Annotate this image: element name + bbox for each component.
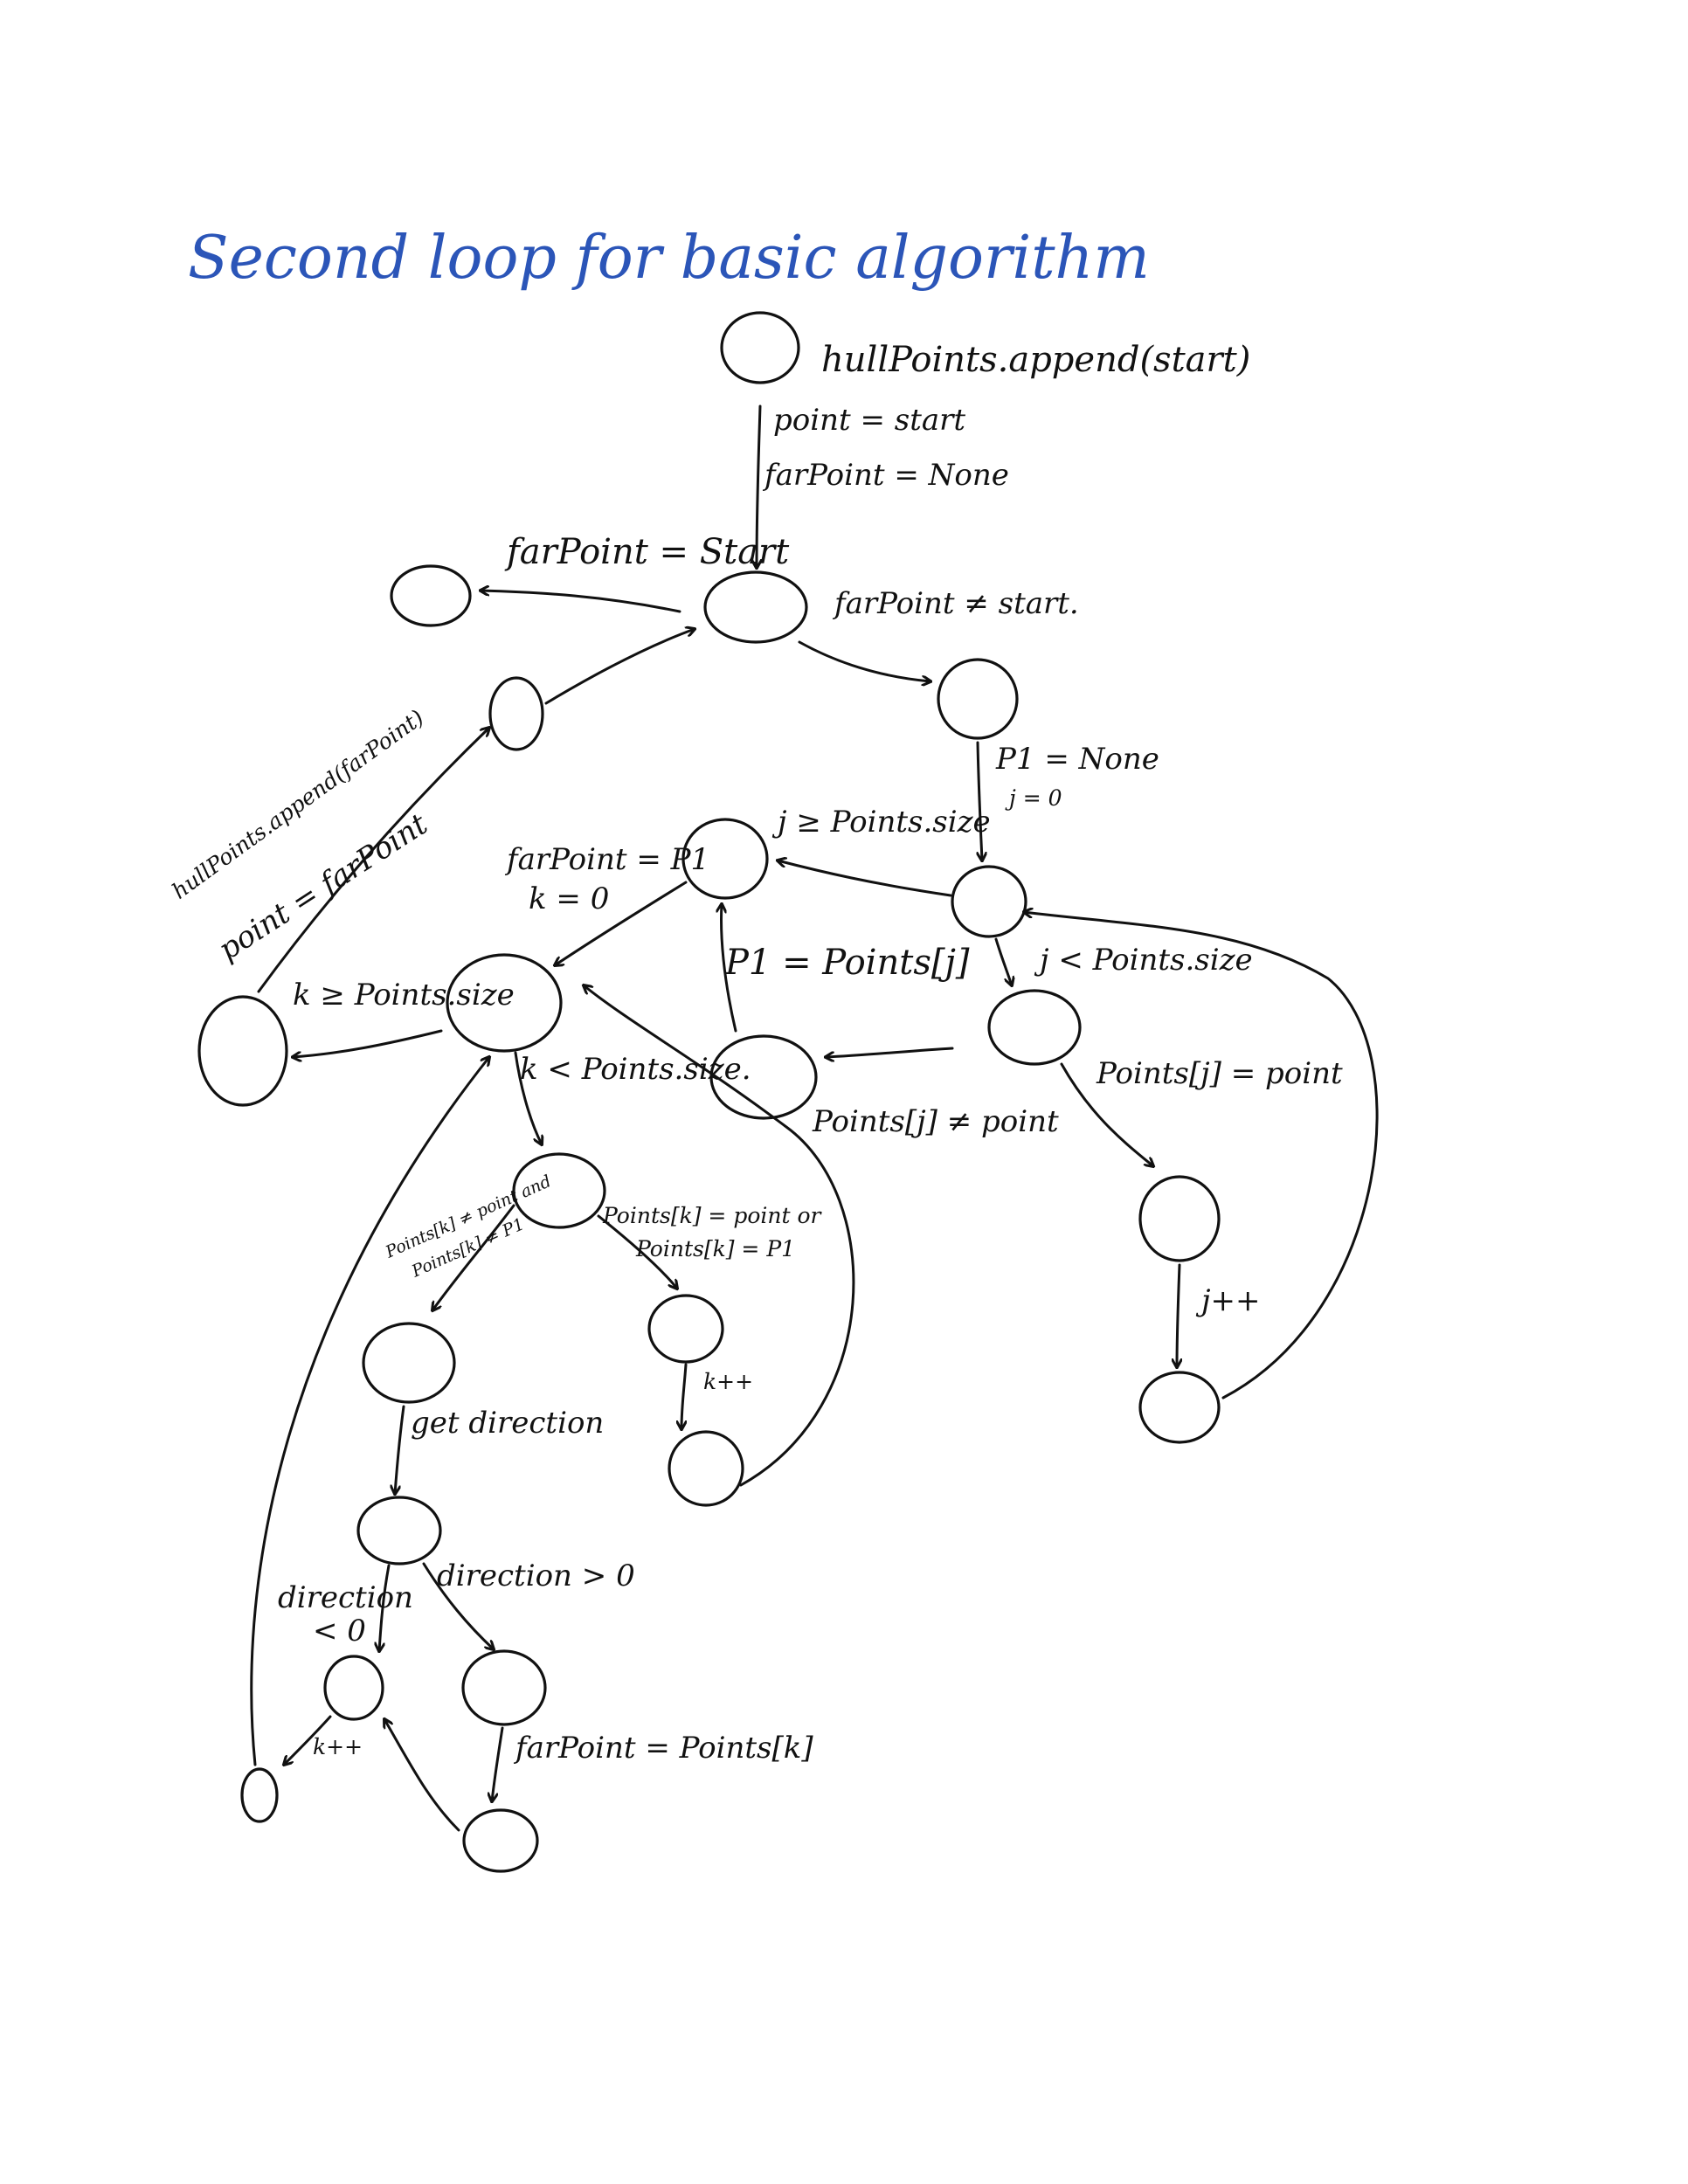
edge-j-check-to-j-compare — [994, 937, 1012, 985]
edge-k-check-to-k-done — [293, 1029, 443, 1057]
edge-start-to-loop — [757, 404, 760, 568]
label-farpoint-eq-start: farPoint = Start — [504, 532, 790, 572]
edge-k-compare-to-k-valid — [432, 1204, 515, 1310]
label-cond-eq-line2: Points[k] = P1 — [635, 1236, 795, 1261]
label-k-lt-size: k < Points.size. — [520, 1052, 751, 1087]
state-farpoint-not-start — [937, 658, 1019, 740]
edge-k-increment-to-k-check — [584, 985, 855, 1487]
state-j-check — [951, 865, 1027, 938]
edge-loop-to-exit — [481, 591, 681, 613]
label-p1-none: P1 = None — [995, 742, 1159, 777]
label-farpoint-eq-points-k: farPoint = Points[k] — [513, 1731, 813, 1766]
label-k-inc-2: k++ — [313, 1734, 363, 1759]
state-set-farpoint — [462, 1808, 539, 1873]
state-loop-check — [703, 570, 808, 644]
edge-neg-to-k-increment-neg — [284, 1715, 332, 1765]
state-j-compare — [987, 989, 1082, 1066]
edge-k-check-to-k-compare — [514, 1051, 542, 1144]
edge-direction-to-pos — [422, 1562, 494, 1649]
label-init: hullPoints.append(start) — [821, 340, 1250, 380]
label-get-direction: get direction — [411, 1406, 604, 1441]
label-k-zero: k = 0 — [529, 881, 609, 916]
state-k-valid — [362, 1322, 456, 1404]
state-exit — [390, 564, 472, 627]
edge-j-compare-to-set-p1 — [826, 1047, 954, 1057]
edge-set-p1-to-j-done — [722, 904, 737, 1033]
label-farpoint-neq-start: farPoint ≠ start. — [832, 586, 1079, 621]
edge-k-valid-to-direction — [395, 1405, 405, 1494]
edge-pos-to-set-farpoint — [492, 1726, 504, 1801]
state-j-skip — [1138, 1175, 1221, 1262]
label-points-j-eq-point: Points[j] = point — [1096, 1056, 1343, 1091]
label-points-j-neq-point: Points[j] ≠ point — [812, 1104, 1059, 1139]
state-direction — [356, 1496, 442, 1565]
edge-j-increment-to-j-check — [1024, 912, 1379, 1400]
state-k-increment-neg — [240, 1767, 279, 1823]
state-direction-neg — [323, 1655, 384, 1721]
label-point-start: point = start — [773, 403, 965, 438]
state-k-skip — [647, 1294, 724, 1364]
label-j-zero: j = 0 — [1005, 785, 1062, 811]
label-farpoint-eq-p1: farPoint = P1 — [504, 842, 709, 877]
state-j-done — [681, 818, 769, 900]
label-p1-eq-points-j: P1 = Points[j] — [724, 943, 970, 983]
state-start — [720, 311, 800, 384]
label-direction-gt: direction > 0 — [437, 1559, 635, 1593]
edge-direction-to-neg — [379, 1564, 391, 1651]
label-direction-lt-line2: < 0 — [313, 1614, 366, 1648]
edge-set-farpoint-to-neg — [384, 1719, 460, 1832]
label-j-inc: j++ — [1195, 1283, 1261, 1318]
edge-j-skip-to-j-increment — [1177, 1263, 1180, 1367]
state-k-done — [197, 995, 288, 1107]
state-k-increment — [668, 1430, 744, 1507]
edge-k-increment-neg-to-k-check — [250, 1057, 489, 1766]
label-direction-lt-line1: direction — [278, 1580, 413, 1615]
edge-k-done-to-after-append — [257, 728, 489, 993]
label-j-lt-size: j < Points.size — [1034, 943, 1253, 978]
label-farpoint-none: farPoint = None — [762, 458, 1009, 493]
edge-j-done-to-k-check — [555, 881, 688, 965]
label-k-ge-size: k ≥ Points.size — [293, 978, 515, 1013]
edge-k-compare-to-k-skip — [597, 1214, 677, 1289]
state-j-increment — [1138, 1371, 1221, 1444]
edge-j-compare-to-j-skip — [1060, 1062, 1153, 1166]
state-after-append — [488, 676, 544, 751]
edge-loop-to-farpoint-not-start — [798, 640, 930, 681]
edge-k-skip-to-k-increment — [681, 1363, 688, 1429]
state-k-check — [446, 953, 563, 1053]
edge-farpoint-to-j-check — [976, 741, 982, 860]
state-set-p1 — [709, 1034, 818, 1120]
state-k-compare — [512, 1152, 606, 1229]
edge-j-check-to-j-done — [778, 860, 952, 897]
diagram-title: Second loop for basic algorithm — [188, 224, 1150, 293]
label-j-ge-size: j ≥ Points.size — [771, 805, 991, 840]
label-cond-eq-line1: Points[k] = point or — [602, 1203, 823, 1228]
label-k-inc: k++ — [703, 1369, 753, 1394]
state-direction-pos — [461, 1649, 547, 1726]
edge-after-append-to-loop — [544, 629, 695, 705]
label-hull-append-farpoint: hullPoints.append(farPoint) — [167, 705, 428, 904]
